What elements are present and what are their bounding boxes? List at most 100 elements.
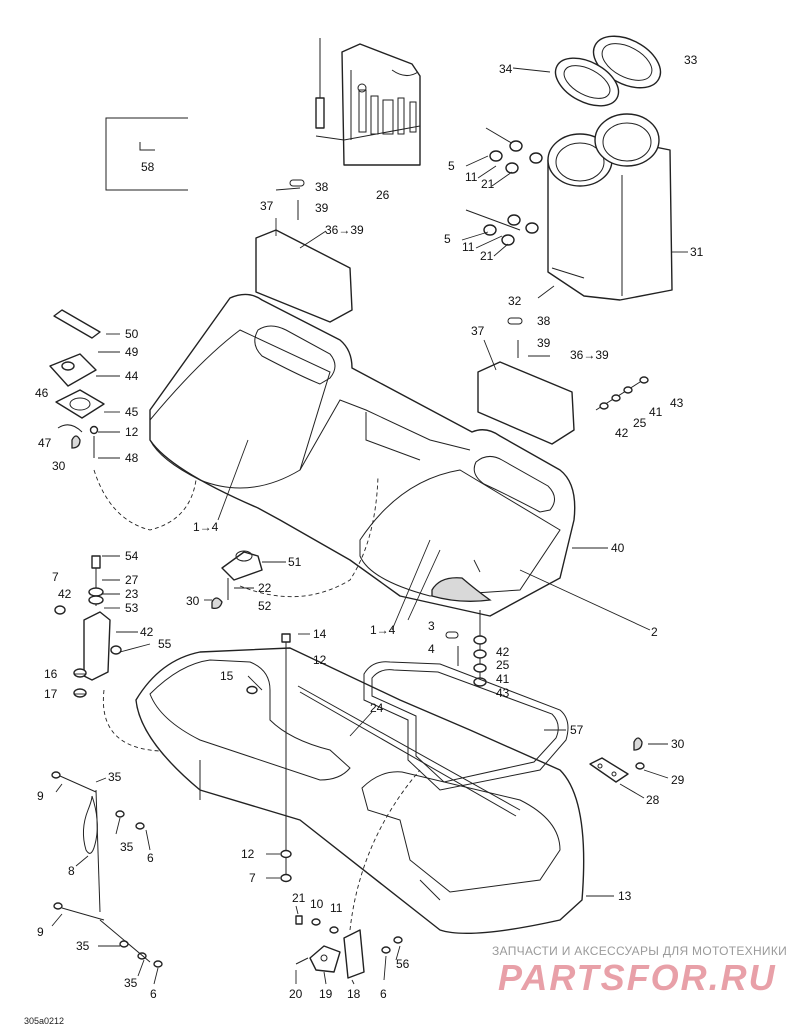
callout-38: 38: [315, 180, 329, 194]
part-58-frame: [105, 117, 188, 191]
callout-42: 42: [140, 625, 154, 639]
callout-6: 6: [380, 987, 387, 1001]
callout-21: 21: [292, 891, 306, 905]
callout-27: 27: [125, 573, 139, 587]
fastener-stack-lower: [465, 209, 539, 246]
part-31-gauge-housing: [547, 113, 673, 301]
latch-assembly-left: [49, 309, 197, 531]
part-37-cover-right: [477, 317, 575, 445]
callout-15: 15: [220, 669, 234, 683]
callout-48: 48: [125, 451, 139, 465]
callout-6: 6: [150, 987, 157, 1001]
callout-9: 9: [37, 789, 44, 803]
callout-36-39: 36→39: [325, 223, 364, 237]
callout-26: 26: [376, 188, 390, 202]
callout-14: 14: [313, 627, 327, 641]
callout-19: 19: [319, 987, 333, 1001]
callout-34: 34: [499, 62, 513, 76]
callout-3: 3: [428, 619, 435, 633]
callout-9: 9: [37, 925, 44, 939]
part-51-bracket: [211, 475, 379, 610]
callout-37: 37: [260, 199, 274, 213]
fastener-stack-upper: [485, 127, 543, 174]
callout-58: 58: [141, 160, 155, 174]
callout-47: 47: [38, 436, 52, 450]
callout-24: 24: [370, 701, 384, 715]
watermark-brand: PARTSFOR.RU: [498, 957, 777, 998]
callout-12: 12: [313, 653, 327, 667]
callout-29: 29: [671, 773, 685, 787]
callout-50: 50: [125, 327, 139, 341]
callout-42: 42: [615, 426, 629, 440]
callout-35: 35: [108, 770, 122, 784]
part-40-upper-storage-bin: [149, 293, 576, 617]
part-57-seal: [363, 661, 569, 791]
callout-25: 25: [496, 658, 510, 672]
fastener-stack-right: [445, 610, 487, 687]
callout-35: 35: [124, 976, 138, 990]
callout-13: 13: [618, 889, 632, 903]
part-28-bracket: [589, 737, 645, 783]
callout-41: 41: [649, 405, 663, 419]
callout-30: 30: [52, 459, 66, 473]
callout-36-39: 36→39: [570, 348, 609, 362]
callout-57: 57: [570, 723, 584, 737]
diagram-code: 305a0212: [24, 1016, 64, 1026]
callout-18: 18: [347, 987, 361, 1001]
callout-52: 52: [258, 599, 272, 613]
watermark-caption: ЗАПЧАСТИ И АКСЕССУАРЫ ДЛЯ МОТОТЕХНИКИ: [492, 944, 787, 958]
callout-31: 31: [690, 245, 704, 259]
callout-37: 37: [471, 324, 485, 338]
callout-25: 25: [633, 416, 647, 430]
callout-38: 38: [537, 314, 551, 328]
callout-55: 55: [158, 637, 172, 651]
callout-21: 21: [480, 249, 494, 263]
callout-20: 20: [289, 987, 303, 1001]
bolt-column-center: [246, 633, 292, 883]
part-8-cable-assembly: [51, 771, 163, 968]
callout-11: 11: [330, 901, 343, 915]
callout-40: 40: [611, 541, 625, 555]
callout-51: 51: [288, 555, 302, 569]
part-26-tool-kit: [315, 38, 421, 166]
callout-54: 54: [125, 549, 139, 563]
callout-49: 49: [125, 345, 139, 359]
callout-16: 16: [44, 667, 58, 681]
callout-42: 42: [496, 645, 510, 659]
part-24-seal-strip: [297, 685, 521, 817]
watermark: ЗАПЧАСТИ И АКСЕССУАРЫ ДЛЯ МОТОТЕХНИКИ PA…: [492, 944, 787, 998]
part-13-lower-tub: [135, 647, 585, 935]
callout-6: 6: [147, 851, 154, 865]
callout-32: 32: [508, 294, 522, 308]
callout-43: 43: [496, 686, 510, 700]
callout-33: 33: [684, 53, 698, 67]
callout-4: 4: [428, 642, 435, 656]
callout-39: 39: [315, 201, 329, 215]
callout-42: 42: [58, 587, 72, 601]
callout-43: 43: [670, 396, 684, 410]
callout-46: 46: [35, 386, 49, 400]
callout-23: 23: [125, 587, 139, 601]
callout-2: 2: [651, 625, 658, 639]
callout-28: 28: [646, 793, 660, 807]
callout-22: 22: [258, 581, 272, 595]
callout-35: 35: [76, 939, 90, 953]
callout-17: 17: [44, 687, 58, 701]
callout-7: 7: [249, 871, 256, 885]
bracket-assembly-left: [54, 555, 191, 752]
callout-35: 35: [120, 840, 134, 854]
callout-7: 7: [52, 570, 59, 584]
callout-45: 45: [125, 405, 139, 419]
callout-11: 11: [462, 240, 475, 254]
fastener-stack-upper-right: [595, 376, 649, 411]
callout-10: 10: [310, 897, 324, 911]
callout-53: 53: [125, 601, 139, 615]
callout-56: 56: [396, 957, 410, 971]
callout-41: 41: [496, 672, 510, 686]
callout-8: 8: [68, 864, 75, 878]
callout-5: 5: [448, 159, 455, 173]
latch-assembly-bottom: [295, 769, 421, 979]
callout-30: 30: [186, 594, 200, 608]
callout-5: 5: [444, 232, 451, 246]
